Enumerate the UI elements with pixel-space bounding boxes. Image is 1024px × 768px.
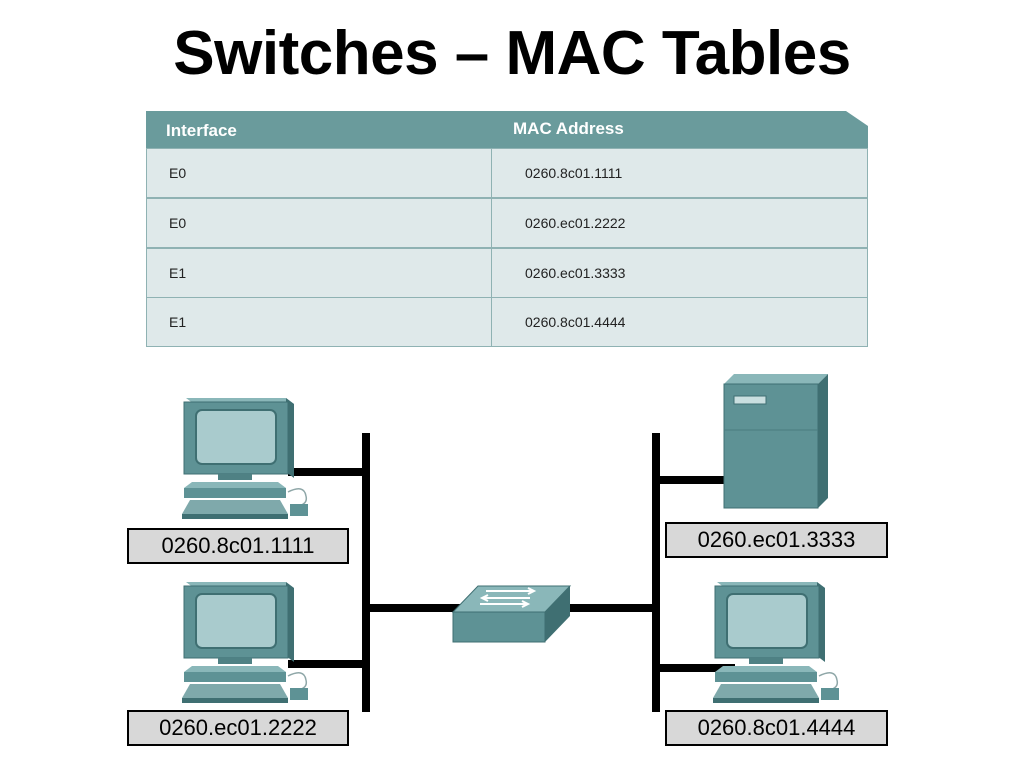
host-address-label: 0260.8c01.1111 [127, 528, 349, 564]
cell-mac: 0260.ec01.3333 [525, 265, 626, 281]
table-row: E1 0260.8c01.4444 [146, 297, 868, 347]
table-row: E0 0260.ec01.2222 [146, 198, 868, 248]
cell-interface: E0 [169, 165, 187, 181]
host-address-label: 0260.ec01.3333 [665, 522, 888, 558]
table-row: E0 0260.8c01.1111 [146, 148, 868, 198]
workstation-icon [181, 397, 309, 520]
workstation-icon [181, 581, 309, 704]
workstation-icon [712, 581, 840, 704]
page-title: Switches – MAC Tables [173, 19, 851, 88]
host-address-label: 0260.8c01.4444 [665, 710, 888, 746]
cell-mac: 0260.8c01.4444 [525, 314, 626, 330]
host-address-label: 0260.ec01.2222 [127, 710, 349, 746]
cell-mac: 0260.ec01.2222 [525, 215, 626, 231]
mac-address-table: Interface MAC Address E0 0260.8c01.1111 … [146, 111, 868, 347]
cell-interface: E1 [169, 314, 187, 330]
cell-mac: 0260.8c01.1111 [525, 165, 623, 181]
switch-icon [451, 585, 572, 643]
server-icon [723, 374, 828, 509]
cell-interface: E0 [169, 215, 187, 231]
header-mac-address: MAC Address [513, 119, 624, 138]
cell-interface: E1 [169, 265, 187, 281]
table-row: E1 0260.ec01.3333 [146, 248, 868, 298]
header-interface: Interface [166, 121, 237, 140]
table-header: Interface MAC Address [146, 111, 868, 148]
